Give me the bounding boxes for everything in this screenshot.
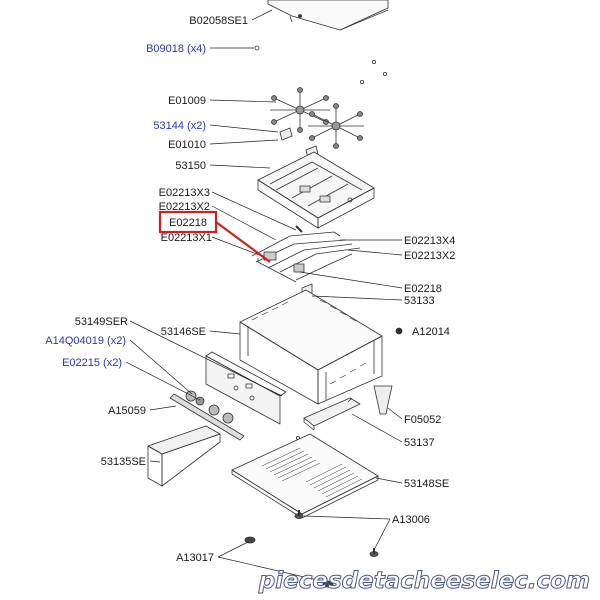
- rod-drawing: [169, 393, 245, 441]
- leader-e02213x3: [211, 191, 297, 231]
- label-e02215: E02215 (x2): [62, 357, 122, 369]
- label-53144: 53144 (x2): [153, 120, 206, 132]
- top-tray-drawing: [257, 151, 375, 229]
- leader-53146se: [209, 330, 241, 335]
- label-e02218-right: E02218: [404, 283, 442, 295]
- leader-53149ser: [129, 320, 283, 397]
- label-53133: 53133: [404, 295, 435, 307]
- screws-drawing: [254, 45, 387, 85]
- leader-a14q04019: [129, 339, 193, 395]
- leader-a13017-a: [217, 541, 249, 558]
- label-e02213x4: E02213X4: [404, 235, 455, 247]
- lid-drawing: [267, 0, 389, 31]
- watermark-text: piecesdetacheeselec.com: [258, 568, 590, 594]
- label-53146se: 53146SE: [161, 326, 206, 338]
- label-a13006: A13006: [392, 514, 430, 526]
- leader-a15059: [149, 405, 177, 411]
- label-e01010: E01010: [168, 139, 206, 151]
- leader-53144: [209, 124, 279, 133]
- label-e02213x3: E02213X3: [159, 187, 210, 199]
- leader-e01010: [209, 139, 279, 145]
- leader-53148se: [375, 477, 403, 484]
- label-e02218-highlight: E02218: [169, 217, 207, 229]
- label-e02213x2-right: E02213X2: [404, 250, 455, 262]
- leader-b02058se1: [251, 9, 273, 21]
- leader-e02213x1: [211, 236, 263, 257]
- label-a12014: A12014: [412, 326, 450, 338]
- leader-53133: [311, 295, 403, 301]
- label-b09018: B09018 (x4): [146, 43, 206, 55]
- label-53137: 53137: [404, 437, 435, 449]
- leader-e01009: [209, 99, 277, 103]
- leader-e02213x2-left: [211, 205, 277, 241]
- label-53135se: 53135SE: [101, 456, 146, 468]
- base-plate-drawing: [231, 433, 379, 519]
- label-e01009: E01009: [168, 95, 206, 107]
- leader-a13006-b: [373, 518, 391, 551]
- heating-elements-drawing: [251, 225, 361, 283]
- label-53150: 53150: [175, 160, 206, 172]
- leader-e02218-right: [299, 271, 403, 289]
- label-e02213x2-left: E02213X2: [159, 201, 210, 213]
- leader-53135se: [149, 460, 161, 463]
- leader-e02215: [125, 361, 201, 401]
- leader-a13017-b: [217, 556, 327, 583]
- leader-a13006-a: [303, 515, 391, 520]
- leader-f05052: [387, 407, 403, 420]
- crumb-tray-drawing: [295, 397, 361, 440]
- leader-53137: [351, 413, 403, 443]
- label-a13017: A13017: [176, 552, 214, 564]
- label-f05052: F05052: [404, 414, 441, 426]
- label-53148se: 53148SE: [404, 478, 449, 490]
- feet-drawing: [244, 510, 379, 588]
- leader-53150: [209, 164, 271, 169]
- highlight-e02218: [158, 210, 271, 263]
- label-a15059: A15059: [108, 405, 146, 417]
- label-a14q04019: A14Q04019 (x2): [45, 335, 126, 347]
- leader-e02213x2-right: [347, 249, 403, 256]
- label-b02058se1: B02058SE1: [189, 15, 248, 27]
- label-53149ser: 53149SER: [75, 316, 128, 328]
- drip-tray-drawing: [147, 425, 221, 487]
- fan-blades-drawing: [270, 87, 364, 159]
- tool-drawing: [373, 385, 393, 415]
- label-e02213x1: E02213X1: [161, 232, 212, 244]
